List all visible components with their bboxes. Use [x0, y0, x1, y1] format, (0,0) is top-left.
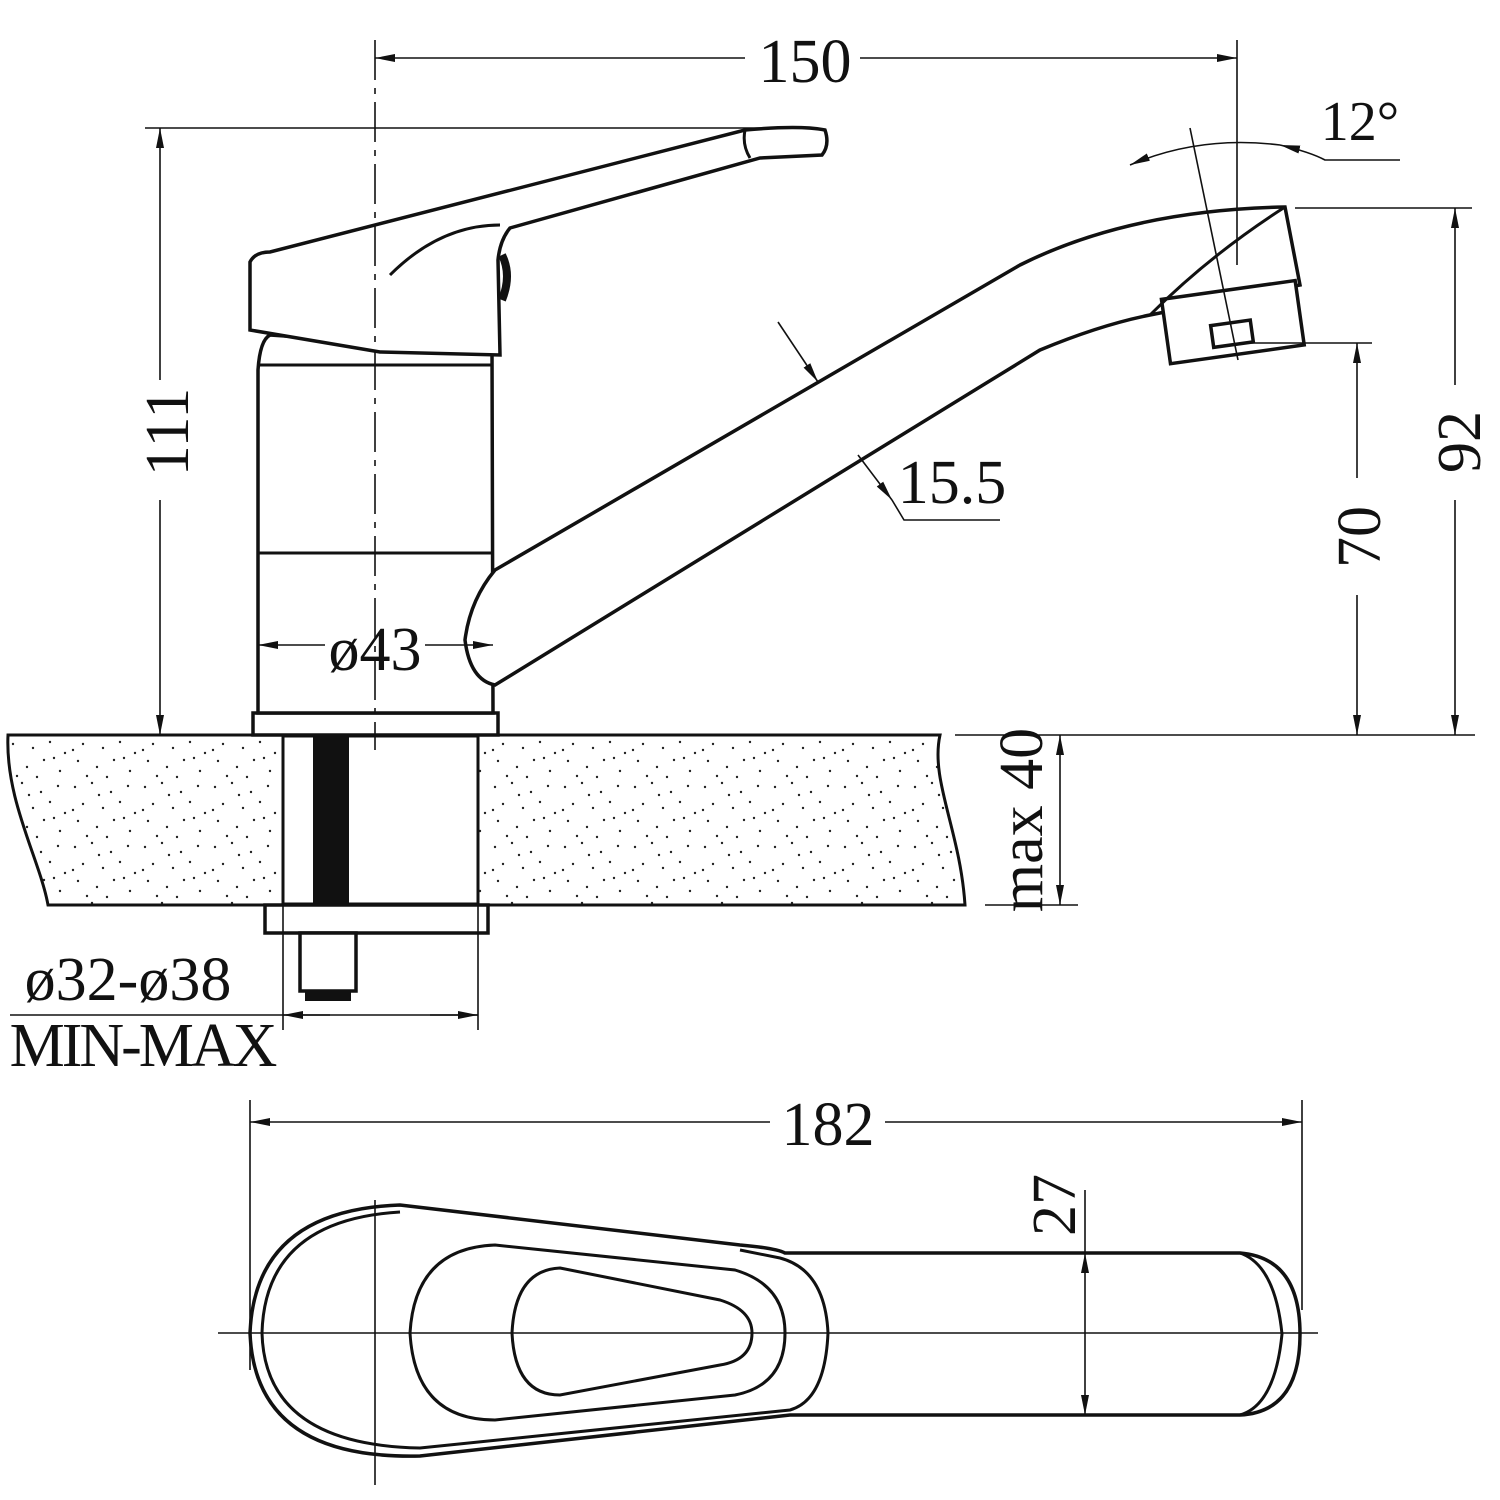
indicator-mark — [498, 253, 511, 302]
angle-leader — [1279, 144, 1400, 161]
dim-body-diameter: ø43 — [329, 616, 422, 684]
dim-spout-height: 92 — [1426, 411, 1494, 473]
mounting-washer — [263, 903, 490, 935]
spout-head-line — [1148, 205, 1286, 317]
dim-max-countertop: max 40 — [988, 728, 1056, 912]
side-view: 150 12° 111 15.5 92 70 ø43 max — [6, 28, 1494, 1080]
handle-outline — [260, 1210, 830, 1450]
nut — [298, 931, 358, 993]
mounting-hole — [281, 734, 480, 906]
dim-spout-diameter: 15.5 — [898, 449, 1007, 517]
dimension-leader — [857, 454, 1000, 521]
handle-inner — [408, 1243, 787, 1422]
angle-line — [1189, 127, 1239, 361]
dim-total-height: 111 — [134, 388, 202, 476]
dim-spout-angle: 12° — [1321, 91, 1399, 153]
spout-end — [1239, 1251, 1284, 1417]
lever-detail — [388, 129, 752, 277]
dim-spout-reach: 150 — [759, 28, 852, 96]
countertop — [6, 733, 967, 907]
spout — [463, 205, 1303, 687]
dim-hole-diameter: ø32-ø38 — [25, 946, 232, 1014]
dimension-line — [777, 321, 819, 383]
threaded-rod — [313, 737, 349, 905]
dim-outlet-height: 70 — [1326, 506, 1394, 568]
dim-hole-range-label: MIN-MAX — [10, 1012, 277, 1080]
lever-handle — [248, 125, 829, 357]
top-view: 182 27 — [218, 1091, 1318, 1485]
angle-arc — [1129, 141, 1281, 166]
top-outline — [248, 1203, 1302, 1458]
handle-grip — [510, 1266, 754, 1397]
rod-end — [305, 991, 351, 1001]
dim-total-length: 182 — [782, 1091, 875, 1159]
dim-spout-width: 27 — [1021, 1174, 1089, 1236]
